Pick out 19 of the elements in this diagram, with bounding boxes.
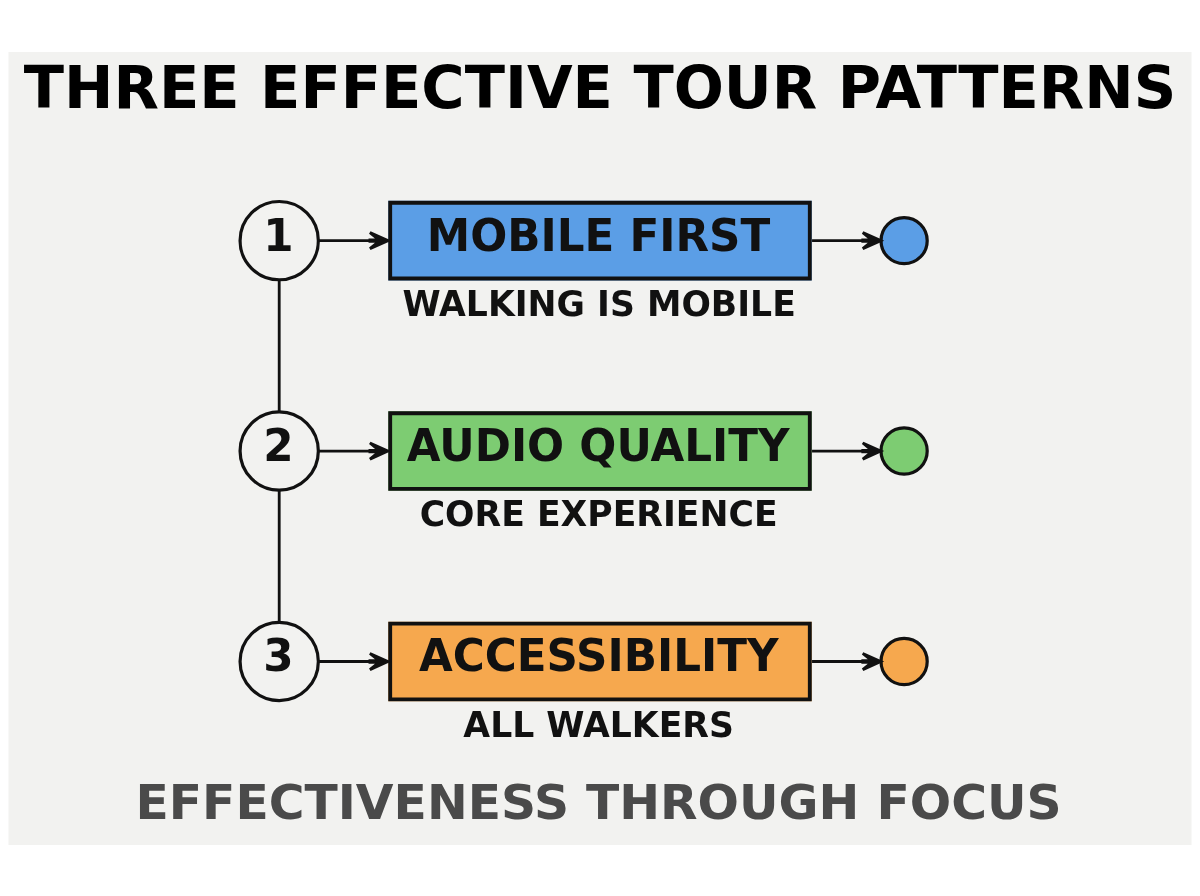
node-circle: 2 xyxy=(238,409,320,492)
node-circle: 3 xyxy=(238,620,320,702)
node-label: CORE EXPERIENCE xyxy=(419,493,778,534)
caption: EFFECTIVENESS THROUGH FOCUS xyxy=(135,773,1062,830)
node-label: WALKING IS MOBILE xyxy=(402,283,796,324)
arrow xyxy=(318,651,390,671)
node-circle xyxy=(879,425,929,476)
connector xyxy=(277,279,281,412)
node-circle xyxy=(879,636,929,686)
arrow xyxy=(318,441,390,461)
arrow xyxy=(812,441,883,461)
connector xyxy=(277,489,281,622)
arrow xyxy=(812,651,883,671)
node-circle: 1 xyxy=(238,199,320,281)
diagram-title: THREE EFFECTIVE TOUR PATTERNS xyxy=(23,52,1177,122)
arrow xyxy=(812,230,883,250)
node-label: ALL WALKERS xyxy=(463,704,734,745)
arrow xyxy=(318,230,390,250)
node-circle xyxy=(879,215,929,265)
